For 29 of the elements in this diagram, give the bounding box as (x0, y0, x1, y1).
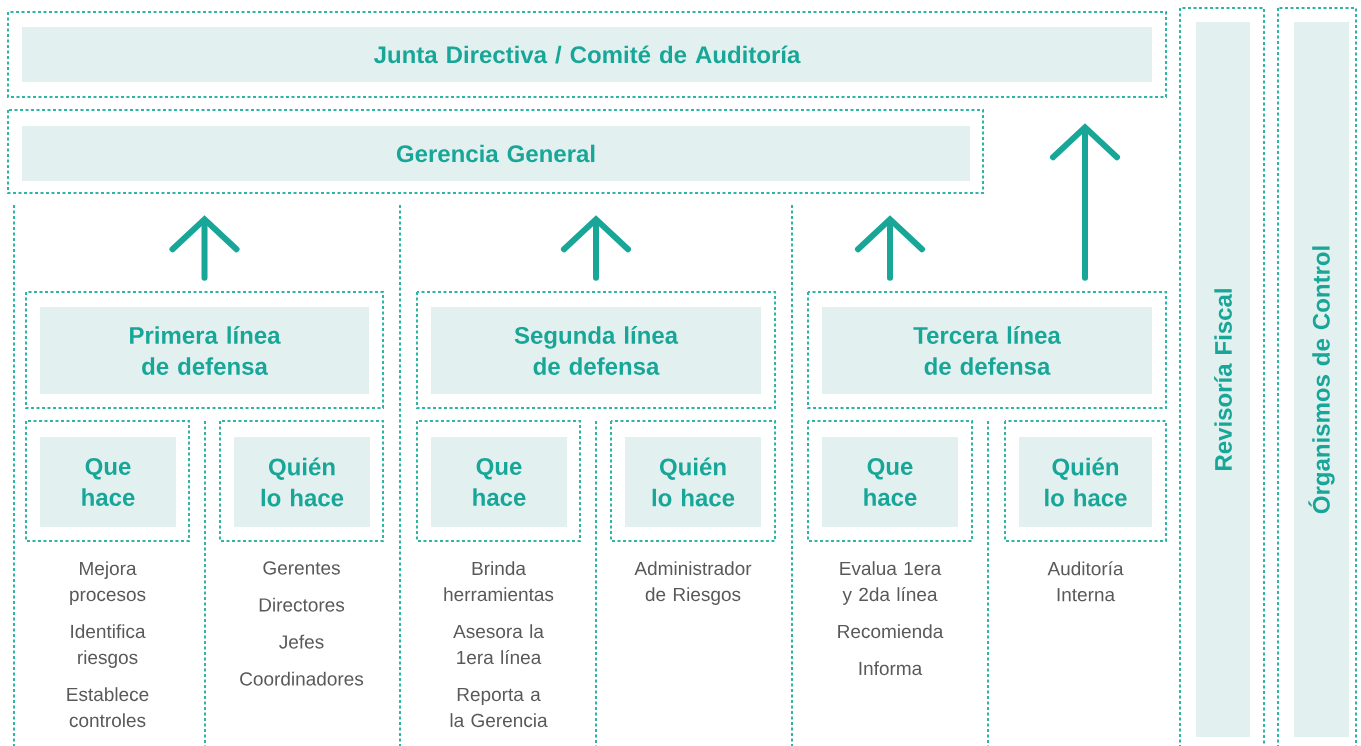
line-of-defense-box: Tercera línea de defensa (807, 291, 1167, 409)
activity-text: Jefes (279, 634, 324, 649)
activity-text: Auditoría Interna (1047, 561, 1124, 602)
header-bar: Junta Directiva / Comité de Auditoría (7, 11, 1167, 98)
activity-text: Administrador de Riesgos (634, 561, 752, 605)
activity-text: Coordinadores (240, 671, 364, 686)
activity-text: Recomienda (838, 624, 944, 639)
line-of-defense-box: Primera línea de defensa (25, 291, 384, 409)
line-of-defense-box: Segunda línea de defensa (416, 291, 776, 409)
column-header-box: Quién lo hace (219, 420, 384, 542)
activity-text: Asesora la 1era línea (453, 624, 544, 665)
column-header-box: Que hace (807, 420, 973, 542)
activity-text: Reporta a la Gerencia (450, 687, 548, 728)
activity-text: Mejora procesos (70, 561, 146, 605)
activity-text: Brinda herramientas (444, 561, 554, 602)
column-header-box: Quién lo hace (610, 420, 776, 542)
activity-text: Establece controles (67, 687, 149, 728)
vertical-banner: Revisoría Fiscal (1179, 7, 1265, 746)
activity-text: Identifica riesgos (71, 624, 146, 668)
activity-text: Evalua 1era y 2da línea (840, 561, 942, 605)
column-header-box: Quién lo hace (1004, 420, 1167, 542)
arrow (1050, 123, 1120, 281)
activity-text: Informa (859, 661, 923, 676)
column-header-box: Que hace (416, 420, 581, 542)
vertical-banner: Órganismos de Control (1277, 7, 1357, 746)
column-header-box: Que hace (25, 420, 190, 542)
activity-text: Gerentes (263, 561, 340, 575)
header-bar: Gerencia General (7, 109, 984, 194)
activity-text: Directores (259, 597, 345, 612)
